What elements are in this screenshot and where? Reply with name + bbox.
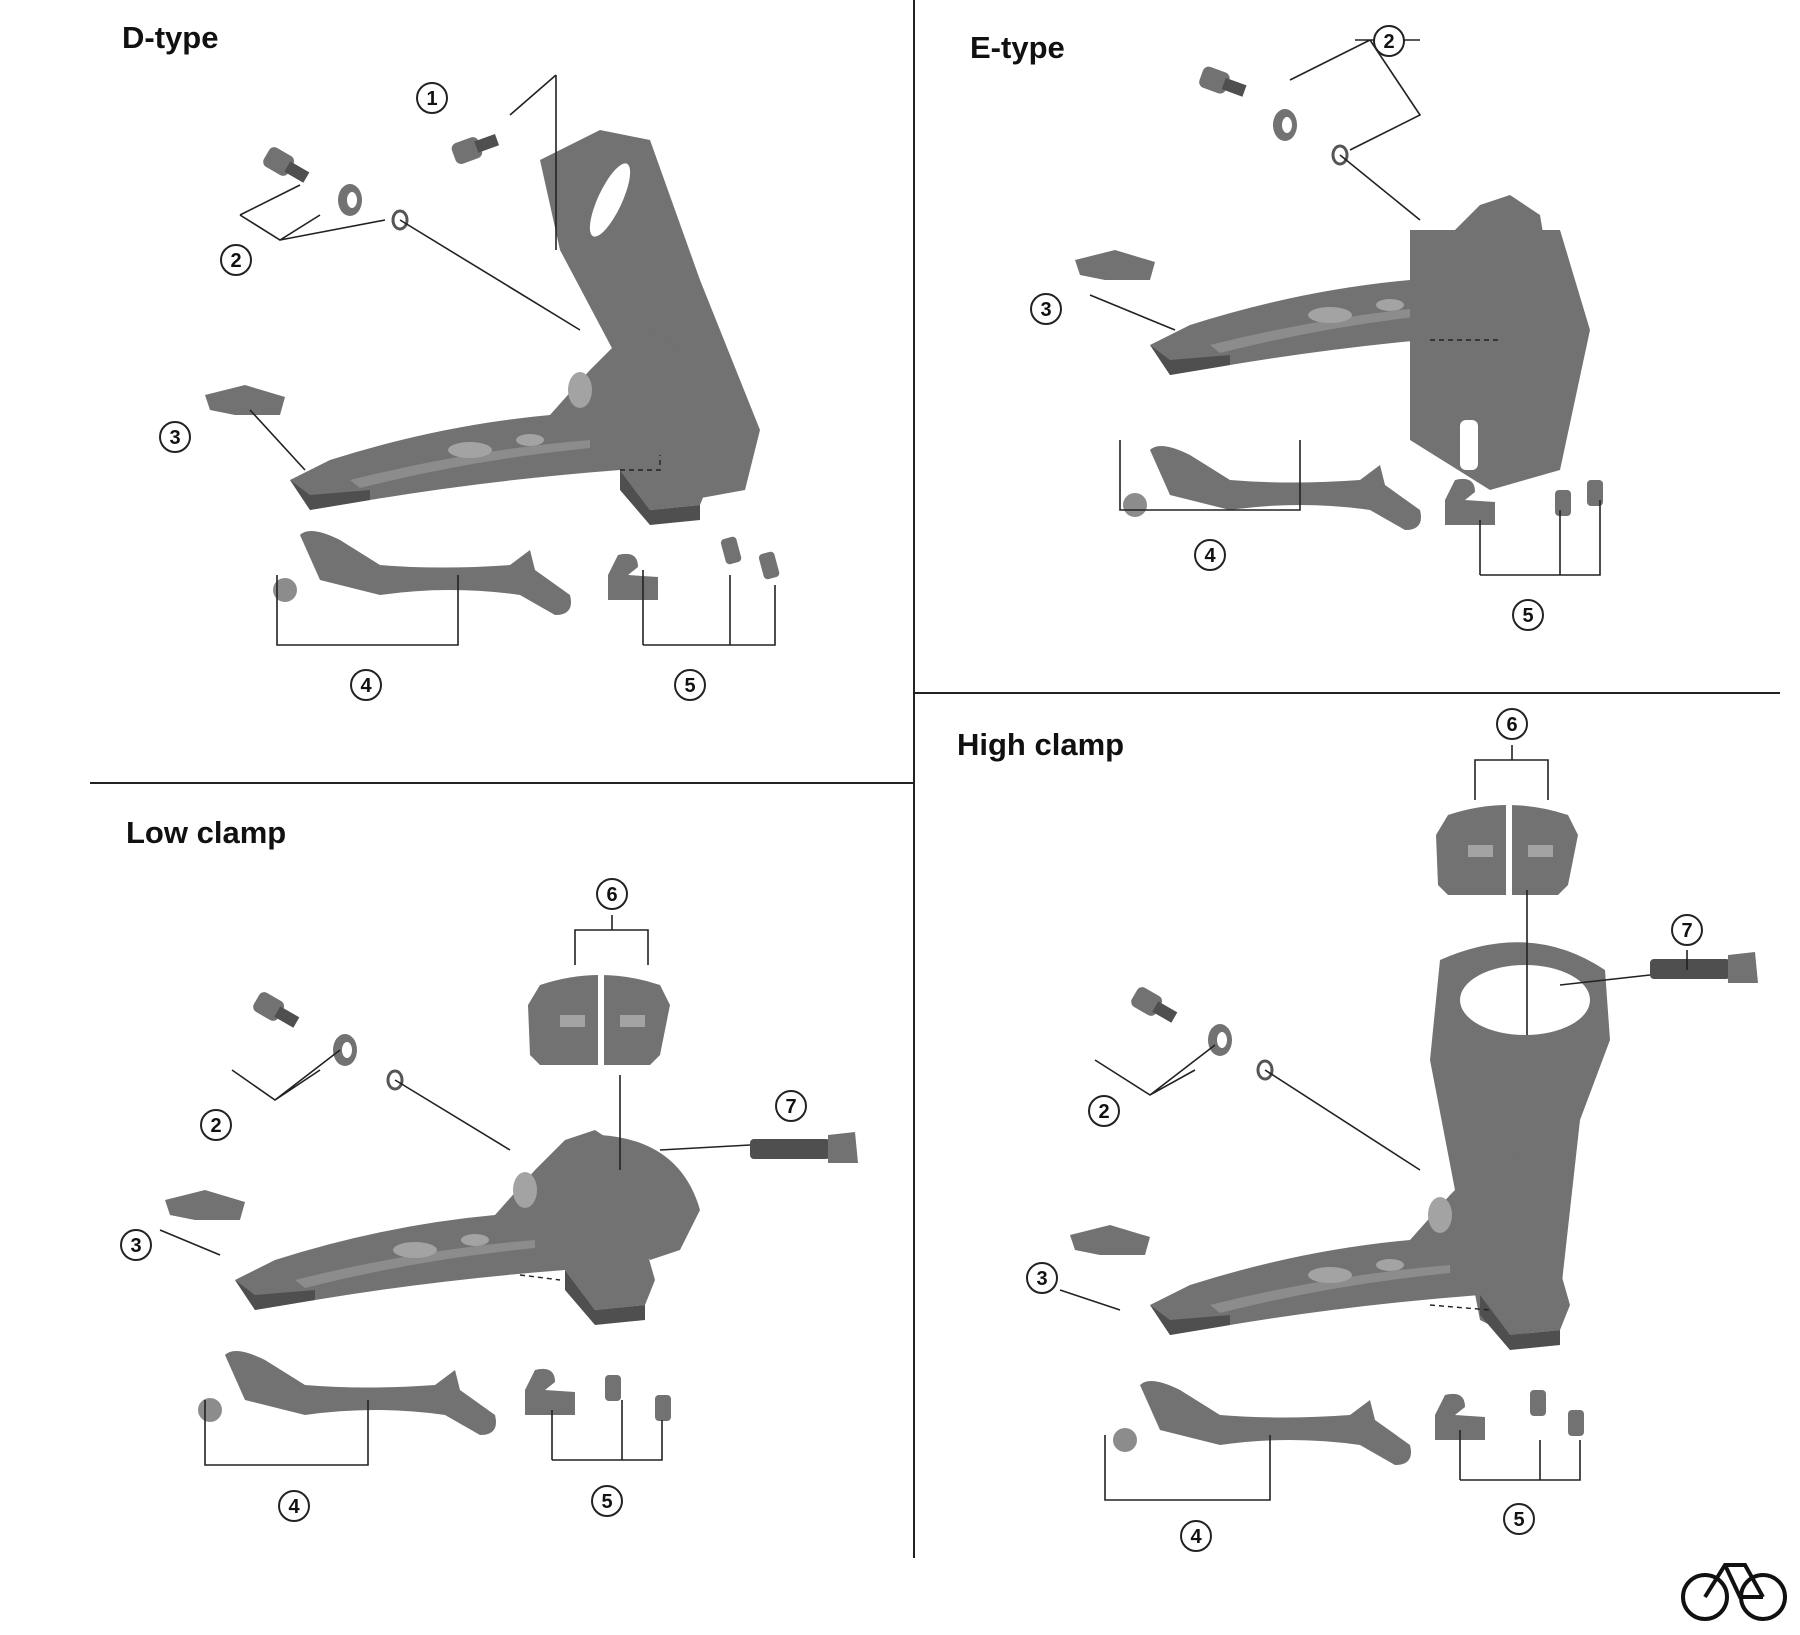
panel-title-high-clamp: High clamp — [957, 727, 1125, 762]
callout-e-5: 5 — [1512, 599, 1544, 631]
bicycle-icon — [1681, 1563, 1787, 1621]
callout-high-4: 4 — [1180, 1520, 1212, 1552]
callout-high-2: 2 — [1088, 1095, 1120, 1127]
svg-text:2: 2 — [210, 1115, 221, 1137]
callout-d-5: 5 — [674, 669, 706, 701]
svg-text:4: 4 — [360, 675, 372, 697]
panel-title-d-type: D-type — [122, 20, 219, 55]
svg-text:5: 5 — [684, 675, 695, 697]
svg-text:4: 4 — [1190, 1526, 1202, 1548]
svg-text:1: 1 — [426, 88, 437, 110]
callout-high-7: 7 — [1671, 914, 1703, 946]
callout-d-4: 4 — [350, 669, 382, 701]
svg-text:5: 5 — [1513, 1509, 1524, 1531]
svg-text:5: 5 — [601, 1491, 612, 1513]
svg-text:5: 5 — [1522, 605, 1533, 627]
callout-low-5: 5 — [591, 1485, 623, 1517]
callout-low-2: 2 — [200, 1109, 232, 1141]
callout-d-1: 1 — [416, 82, 448, 114]
svg-text:4: 4 — [1204, 545, 1216, 567]
svg-text:3: 3 — [1036, 1268, 1047, 1290]
svg-text:2: 2 — [230, 250, 241, 272]
callout-high-5: 5 — [1503, 1503, 1535, 1535]
svg-text:7: 7 — [1681, 920, 1692, 942]
svg-text:2: 2 — [1098, 1101, 1109, 1123]
svg-text:6: 6 — [1506, 714, 1517, 736]
callout-low-4: 4 — [278, 1490, 310, 1522]
panel-title-e-type: E-type — [970, 30, 1065, 65]
callout-e-3: 3 — [1030, 293, 1062, 325]
callout-low-3: 3 — [120, 1229, 152, 1261]
callout-high-3: 3 — [1026, 1262, 1058, 1294]
svg-text:3: 3 — [130, 1235, 141, 1257]
svg-text:7: 7 — [785, 1096, 796, 1118]
svg-text:2: 2 — [1383, 31, 1394, 53]
callout-low-7: 7 — [775, 1090, 807, 1122]
panel-title-low-clamp: Low clamp — [126, 815, 287, 850]
callout-e-2: 2 — [1373, 25, 1405, 57]
callout-e-4: 4 — [1194, 539, 1226, 571]
low-clamp-parts — [159, 915, 858, 1466]
callout-low-6: 6 — [596, 878, 628, 910]
callout-d-2: 2 — [220, 244, 252, 276]
callout-high-6: 6 — [1496, 708, 1528, 740]
d-type-parts — [205, 74, 781, 646]
e-type-parts — [1075, 39, 1603, 576]
svg-text:3: 3 — [169, 427, 180, 449]
high-clamp-parts — [1059, 745, 1758, 1501]
callout-d-3: 3 — [159, 421, 191, 453]
svg-text:4: 4 — [288, 1496, 300, 1518]
svg-text:6: 6 — [606, 884, 617, 906]
svg-text:3: 3 — [1040, 299, 1051, 321]
